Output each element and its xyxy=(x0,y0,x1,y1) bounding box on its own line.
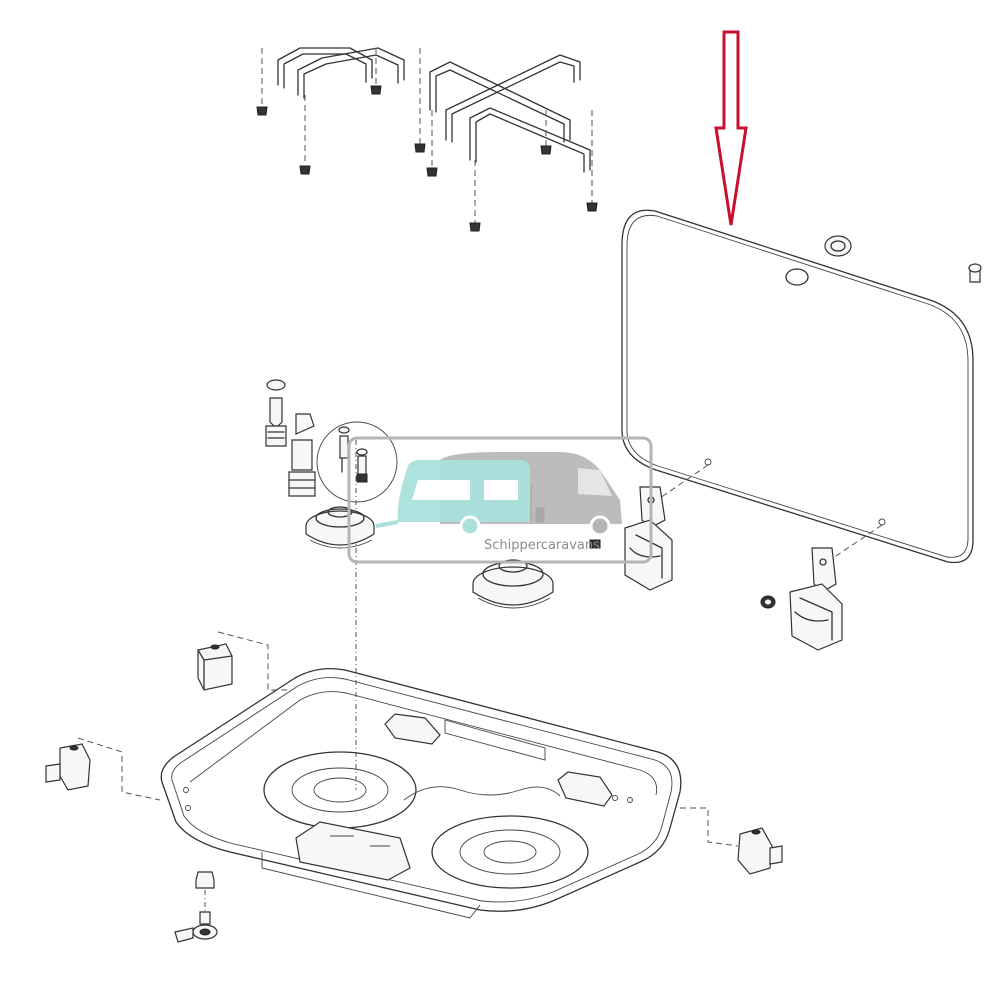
rubber-foot-icon xyxy=(414,143,426,153)
clamp-bracket-top-left xyxy=(197,643,233,691)
rubber-foot-icon xyxy=(469,222,481,232)
thermocouple xyxy=(288,413,316,497)
rubber-foot-icon xyxy=(299,165,311,175)
pan-support-left xyxy=(277,47,405,99)
detail-circle xyxy=(316,421,398,503)
injector xyxy=(338,426,350,473)
hinge-right xyxy=(789,547,843,651)
burner-cap-left xyxy=(305,506,375,549)
rubber-foot-icon xyxy=(426,167,438,177)
watermark: Schippercaravans xyxy=(347,436,653,564)
lid-grommet-icon xyxy=(824,235,852,257)
caravan-icon xyxy=(375,460,530,537)
rubber-foot-icon xyxy=(540,145,552,155)
spark-electrode xyxy=(356,448,368,483)
glass-lid xyxy=(621,209,974,564)
rubber-foot-icon xyxy=(370,85,382,95)
burner-cap-right xyxy=(472,559,554,609)
gas-connector xyxy=(174,871,218,943)
watermark-text: Schippercaravans xyxy=(484,538,600,553)
hob-tray xyxy=(160,667,682,919)
clamp-bracket-right xyxy=(737,827,783,875)
clamp-bracket-left xyxy=(45,743,91,791)
pan-support-right xyxy=(429,54,591,173)
hinge-nut-icon xyxy=(760,595,776,609)
support-feet xyxy=(256,48,598,232)
hinge-left xyxy=(624,486,673,591)
rubber-foot-icon xyxy=(256,106,268,116)
lid-buffer-icon xyxy=(968,263,982,283)
rubber-foot-icon xyxy=(586,202,598,212)
valve-spindle xyxy=(265,379,287,447)
highlight-arrow-icon xyxy=(714,30,748,226)
